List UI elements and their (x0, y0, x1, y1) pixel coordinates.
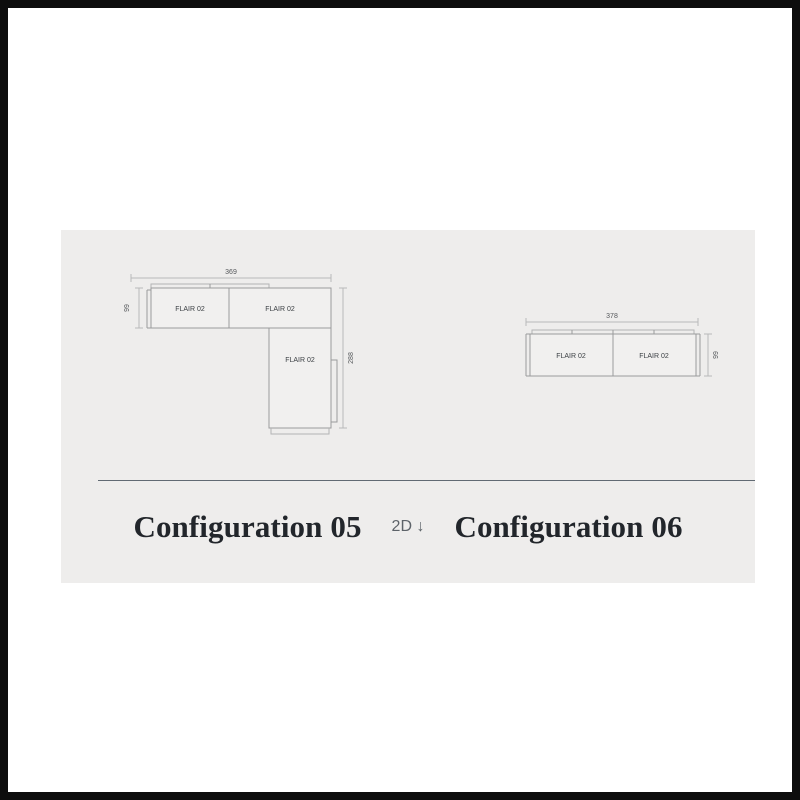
armrest-vertical-right (331, 359, 338, 423)
module-flair02-horizontal-right[interactable] (228, 287, 332, 329)
dimension-depth-99: 99 (124, 287, 143, 329)
configuration-05-floorplan[interactable]: 369 99 288 (121, 250, 451, 470)
armrest-left-right-config (525, 333, 531, 377)
module-flair02-left[interactable] (529, 333, 614, 377)
dimension-width-369: 369 (130, 269, 332, 282)
module-flair02-horizontal-right-label: FLAIR 02 (265, 306, 295, 313)
view-mode-toggle-2d[interactable]: 2D ↓ (391, 518, 425, 535)
configuration-comparison-panel: 369 99 288 (61, 230, 755, 583)
dimension-width-378: 378 (525, 313, 699, 326)
dimension-depth-99-label: 99 (124, 304, 131, 312)
armrest-right-right-config (695, 333, 701, 377)
dimension-depth-99-right: 99 (704, 333, 720, 377)
dimension-length-288-label: 288 (348, 352, 355, 364)
armrest-left (146, 289, 152, 329)
module-flair02-vertical-lower[interactable] (268, 327, 332, 429)
module-flair02-vertical-lower-label: FLAIR 02 (285, 357, 315, 364)
diagram-area: 369 99 288 (61, 230, 755, 480)
module-flair02-horizontal-left[interactable] (150, 287, 230, 329)
module-flair02-right[interactable] (612, 333, 697, 377)
module-flair02-left-label: FLAIR 02 (556, 353, 586, 360)
configuration-06-title: Configuration 06 (454, 509, 683, 544)
backrest-rail-horizontal (150, 283, 270, 290)
module-flair02-horizontal-left-label: FLAIR 02 (175, 306, 205, 313)
dimension-length-288: 288 (339, 287, 355, 429)
footrail-vertical-bottom (270, 428, 330, 435)
backrest-rail (531, 329, 695, 336)
dimension-depth-99-right-label: 99 (713, 351, 720, 359)
configuration-05-title: Configuration 05 (133, 509, 362, 544)
configuration-06-floorplan[interactable]: 378 99 (516, 290, 746, 420)
caption-divider (98, 480, 755, 481)
caption-row: Configuration 05 2D ↓ Configuration 06 (61, 492, 755, 562)
dimension-width-369-label: 369 (225, 269, 237, 276)
dimension-width-378-label: 378 (606, 313, 618, 320)
module-flair02-right-label: FLAIR 02 (639, 353, 669, 360)
